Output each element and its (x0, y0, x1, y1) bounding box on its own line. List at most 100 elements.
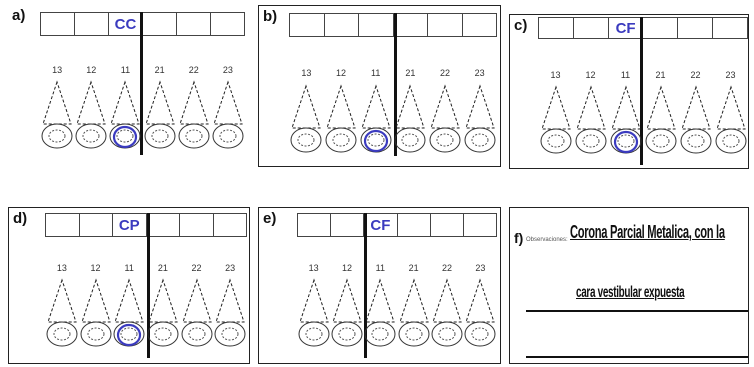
marked-tooth-circle (117, 323, 142, 347)
tooth-diagram (325, 84, 357, 153)
tooth-number: 12 (86, 65, 97, 75)
tooth-diagram (46, 278, 78, 347)
tooth-diagram (645, 85, 676, 154)
chart-cell (143, 13, 177, 35)
tooth-number: 13 (52, 65, 63, 75)
tooth-number: 11 (124, 263, 134, 273)
chart-cell (359, 14, 394, 36)
tooth-number: 11 (620, 70, 631, 80)
observation-line-1: Corona Parcial Metalica, con la (570, 222, 725, 242)
tooth-number: 22 (439, 68, 450, 78)
chart-cell (713, 18, 747, 38)
tooth-diagram (109, 80, 141, 149)
tooth-diagram (360, 84, 392, 153)
tooth-number: 21 (408, 263, 419, 273)
tooth-diagram (680, 85, 711, 154)
tooth-number: 11 (370, 68, 381, 78)
tooth-number: 12 (335, 68, 346, 78)
restoration-tag: CP (113, 214, 147, 236)
tooth-diagram (298, 278, 330, 347)
tooth-chart-row (289, 13, 497, 37)
tooth-chart-row: CP (45, 213, 247, 237)
tooth-number: 23 (725, 70, 736, 80)
tooth-diagram (429, 84, 461, 153)
tooth-diagram (181, 278, 212, 347)
chart-cell (678, 18, 714, 38)
tooth-number: 23 (225, 263, 236, 273)
observation-blank-line (526, 356, 748, 358)
tooth-number: 13 (301, 68, 312, 78)
restoration-tag: CC (109, 13, 143, 35)
midline (147, 213, 150, 358)
chart-cell (41, 13, 75, 35)
marked-tooth-circle (613, 130, 638, 154)
tooth-number: 13 (550, 70, 561, 80)
chart-cell (539, 18, 574, 38)
chart-cell (574, 18, 609, 38)
chart-cell (211, 13, 244, 35)
midline (140, 12, 143, 155)
panel-e: e) CF 13 12 11 21 22 23 (258, 207, 501, 364)
tooth-diagram (214, 278, 246, 347)
chart-cell (398, 214, 431, 236)
observations-field-label: Observaciones: (526, 237, 568, 243)
tooth-number: 22 (441, 263, 452, 273)
tooth-number: 13 (308, 263, 319, 273)
chart-cell (298, 214, 332, 236)
tooth-diagram (431, 278, 463, 347)
tooth-diagram (610, 85, 641, 154)
restoration-tag: CF (364, 214, 398, 236)
tooth-diagram (364, 278, 396, 347)
tooth-number: 22 (188, 65, 199, 75)
marked-tooth-circle (113, 125, 138, 149)
chart-cell (331, 214, 365, 236)
tooth-number: 12 (585, 70, 596, 80)
chart-cell (643, 18, 679, 38)
tooth-number: 12 (341, 263, 352, 273)
tooth-number: 21 (405, 68, 416, 78)
observation-line-2: cara vestibular expuesta (576, 284, 685, 301)
panel-label: f) (514, 230, 524, 246)
chart-cell (80, 214, 113, 236)
panel-f: f) Observaciones: Corona Parcial Metalic… (509, 207, 749, 364)
tooth-diagram (290, 84, 322, 153)
tooth-number: 13 (56, 263, 67, 273)
midline (640, 17, 643, 165)
tooth-number: 23 (475, 263, 486, 273)
tooth-number: 23 (222, 65, 233, 75)
tooth-diagram (464, 278, 496, 347)
tooth-chart-row: CF (538, 17, 748, 39)
panel-label: e) (263, 210, 277, 227)
chart-cell (428, 14, 463, 36)
tooth-diagram (331, 278, 363, 347)
tooth-number: 21 (157, 263, 168, 273)
chart-cell (325, 14, 359, 36)
panel-label: a) (12, 7, 26, 24)
chart-cell (214, 214, 247, 236)
tooth-diagram (75, 80, 107, 149)
chart-cell (147, 214, 180, 236)
chart-cell (46, 214, 80, 236)
tooth-diagram (113, 278, 145, 347)
tooth-number: 22 (690, 70, 701, 80)
chart-cell (75, 13, 109, 35)
chart-cell (290, 14, 325, 36)
tooth-diagram (147, 278, 179, 347)
chart-cell (463, 14, 497, 36)
panel-d: d) CP 13 12 11 21 22 23 (8, 207, 250, 364)
tooth-number: 22 (191, 263, 202, 273)
tooth-diagram (464, 84, 496, 153)
panel-label: d) (13, 210, 28, 227)
tooth-diagram (540, 85, 571, 154)
tooth-number: 23 (474, 68, 485, 78)
chart-cell (177, 13, 211, 35)
tooth-diagram (394, 84, 426, 153)
tooth-number: 12 (90, 263, 101, 273)
restoration-tag: CF (609, 18, 644, 38)
tooth-chart-row: CF (297, 213, 497, 237)
tooth-number: 11 (375, 263, 385, 273)
tooth-diagram (80, 278, 111, 347)
